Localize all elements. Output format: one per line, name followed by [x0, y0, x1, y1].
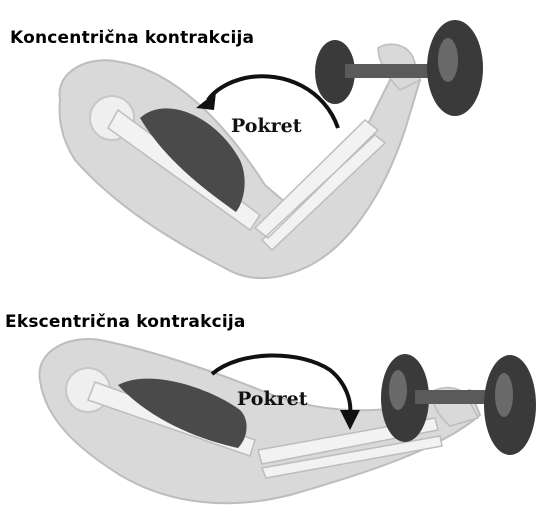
concentric-movement-label: Pokret	[231, 115, 302, 137]
concentric-panel: Koncentrična kontrakcija Pokret	[0, 0, 539, 290]
eccentric-panel: Ekscentrična kontrakcija Pokret	[0, 290, 539, 527]
eccentric-movement-label: Pokret	[237, 388, 308, 410]
concentric-title: Koncentrična kontrakcija	[10, 28, 254, 48]
eccentric-title: Ekscentrična kontrakcija	[5, 312, 246, 332]
concentric-arrowhead	[196, 92, 216, 110]
